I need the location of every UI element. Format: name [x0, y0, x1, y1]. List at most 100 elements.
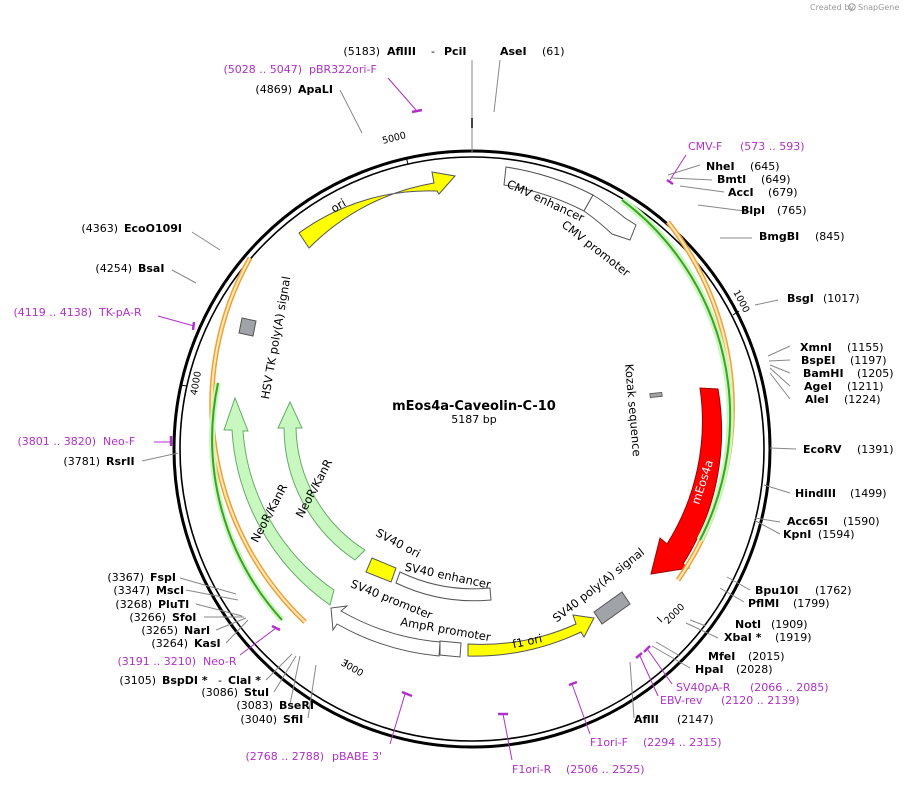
enzyme-bspdi-clai[interactable]: (3105) BspDI * - ClaI *: [119, 674, 261, 687]
enzyme-pos: (3083): [236, 699, 273, 712]
feature-f1-ori[interactable]: f1 ori: [467, 614, 595, 657]
enzyme-sfoi[interactable]: (3266) SfoI: [129, 611, 196, 624]
enzyme-bamhi[interactable]: BamHI (1205): [803, 367, 894, 380]
enzyme-name: BsgI: [787, 292, 814, 305]
enzyme-name: SfoI: [172, 611, 196, 624]
enzyme-agei[interactable]: AgeI (1211): [804, 380, 884, 393]
primer-name: SV40pA-R: [676, 681, 731, 694]
tick-mark-2000: [656, 616, 663, 623]
primer-marker-cmv-f: [666, 178, 674, 186]
enzyme-pos: (3265): [141, 624, 178, 637]
enzyme-acc65i[interactable]: Acc65I (1590): [787, 515, 880, 528]
enzyme-ecorv[interactable]: EcoRV (1391): [803, 443, 894, 456]
enzyme-pos: (3086): [201, 686, 238, 699]
enzyme-noti[interactable]: NotI (1909): [735, 618, 808, 631]
feature-neor-inner[interactable]: NeoR/KanR: [277, 400, 366, 561]
leader-kasi: [225, 619, 249, 644]
enzyme-name: AflIII: [387, 45, 416, 58]
enzyme-name: BseRI: [279, 699, 314, 712]
enzyme-kpni[interactable]: KpnI (1594): [783, 528, 855, 541]
enzyme-hindiii[interactable]: HindIII (1499): [795, 487, 887, 500]
feature-meos4a[interactable]: mEos4a: [650, 387, 723, 575]
enzyme-blpi[interactable]: BlpI (765): [741, 204, 807, 217]
leader-nhei: [667, 164, 701, 176]
enzyme-pos: (3040): [240, 713, 277, 726]
enzyme-asei[interactable]: AseI (61): [500, 45, 565, 58]
primer-name: CMV-F: [688, 140, 722, 153]
leader-mfei: [655, 641, 681, 657]
plasmid-size: 5187 bp: [451, 413, 496, 426]
enzyme-bmti[interactable]: BmtI (649): [717, 173, 791, 186]
leader-asei: [493, 59, 501, 113]
enzyme-name: NarI: [184, 624, 210, 637]
enzyme-xbai[interactable]: XbaI * (1919): [724, 631, 812, 644]
primer-tk-pa-r[interactable]: (4119 .. 4138) TK-pA-R: [13, 306, 142, 319]
ampr-promoter-box: [439, 640, 462, 658]
sv40-ori-label: SV40 ori: [374, 526, 423, 561]
enzyme-name: HindIII: [795, 487, 836, 500]
primer-f1ori-f[interactable]: F1ori-F (2294 .. 2315): [590, 736, 722, 749]
enzyme-name: NheI: [706, 160, 735, 173]
primer-marker-sv40pa-r: [643, 645, 651, 653]
enzyme-alei[interactable]: AleI (1224): [805, 393, 881, 406]
tick-mark-1000: [732, 310, 740, 316]
tick-label-3000: 3000: [339, 658, 365, 680]
primer-pbabe3[interactable]: (2768 .. 2788) pBABE 3': [245, 750, 382, 763]
primer-neo-f[interactable]: (3801 .. 3820) Neo-F: [17, 435, 135, 448]
tick-mark-3000: [344, 659, 349, 667]
enzyme-pluti[interactable]: (3268) PluTI: [115, 598, 189, 611]
primer-f1ori-r[interactable]: F1ori-R (2506 .. 2525): [512, 763, 645, 776]
feature-cmv-enhancer[interactable]: CMV enhancer: [503, 166, 594, 225]
enzyme-afliii-pcii[interactable]: (5183) AflIII - PciI: [343, 45, 466, 58]
leader-ecorv: [769, 447, 797, 450]
primer-pbr322ori-f[interactable]: (5028 .. 5047) pBR322ori-F: [223, 63, 376, 76]
leader-bpu10i: [726, 576, 751, 591]
feature-sv40-polya[interactable]: SV40 poly(A) signal: [550, 545, 647, 625]
enzyme-ecoo109i[interactable]: (4363) EcoO109I: [81, 222, 182, 235]
leader-acc65i: [754, 517, 781, 523]
enzyme-kasi[interactable]: (3264) KasI: [151, 637, 220, 650]
feature-hsv-tk-polya[interactable]: HSV TK poly(A) signal: [238, 275, 293, 400]
primer-range: (2066 .. 2085): [750, 681, 829, 694]
feature-kozak-sequence[interactable]: Kozak sequence: [622, 363, 663, 457]
primer-sv40pa-r[interactable]: SV40pA-R (2066 .. 2085): [676, 681, 829, 694]
feature-ori[interactable]: ori: [298, 171, 456, 249]
enzyme-msci[interactable]: (3347) MscI: [113, 584, 184, 597]
enzyme-mfei[interactable]: MfeI (2015): [708, 650, 785, 663]
primer-ebv-rev[interactable]: EBV-rev (2120 .. 2139): [660, 694, 800, 707]
enzyme-bsgi[interactable]: BsgI (1017): [787, 292, 860, 305]
enzyme-pflmi[interactable]: PflMI (1799): [748, 597, 830, 610]
primer-cmv-f[interactable]: CMV-F (573 .. 593): [688, 140, 805, 153]
enzyme-bsai[interactable]: (4254) BsaI: [95, 262, 164, 275]
enzyme-rsrii[interactable]: (3781) RsrII: [63, 455, 134, 468]
enzyme-stui[interactable]: (3086) StuI: [201, 686, 269, 699]
enzyme-nhei[interactable]: NheI (645): [706, 160, 780, 173]
enzyme-name: StuI: [244, 686, 269, 699]
feature-sv40-enhancer[interactable]: SV40 enhancer: [395, 560, 492, 602]
enzyme-xmni[interactable]: XmnI (1155): [800, 341, 884, 354]
primer-marker-pbabe3: [401, 690, 413, 698]
enzyme-aflii[interactable]: AflII (2147): [634, 713, 714, 726]
ori-arrow: [298, 171, 456, 249]
enzyme-acci[interactable]: AccI (679): [728, 186, 798, 199]
leader-stui: [273, 655, 297, 693]
primer-neo-r[interactable]: (3191 .. 3210) Neo-R: [117, 655, 236, 668]
enzyme-apali[interactable]: (4869) ApaLI: [255, 83, 333, 96]
neor-inner-arrow: [277, 400, 366, 561]
enzyme-nari[interactable]: (3265) NarI: [141, 624, 210, 637]
enzyme-sfii[interactable]: (3040) SfiI: [240, 713, 303, 726]
enzyme-baseri[interactable]: (3083) BseRI: [236, 699, 314, 712]
enzyme-bspei[interactable]: BspEI (1197): [801, 354, 887, 367]
plasmid-name: mEos4a-Caveolin-C-10: [392, 399, 556, 414]
enzyme-bpu10i[interactable]: Bpu10I (1762): [755, 584, 852, 597]
enzyme-hpai[interactable]: HpaI (2028): [695, 663, 773, 676]
enzyme-name-2: ClaI *: [228, 674, 261, 687]
enzyme-fspi[interactable]: (3367) FspI: [107, 571, 176, 584]
enzyme-leaders: [141, 59, 797, 719]
enzyme-bmgbi[interactable]: BmgBI (845): [759, 230, 845, 243]
enzyme-pos: (3268): [115, 598, 152, 611]
primer-name: F1ori-R: [512, 763, 552, 776]
enzyme-pos: (3266): [129, 611, 166, 624]
enzyme-name: BspEI: [801, 354, 835, 367]
neor-outer-arrow: [223, 396, 335, 606]
